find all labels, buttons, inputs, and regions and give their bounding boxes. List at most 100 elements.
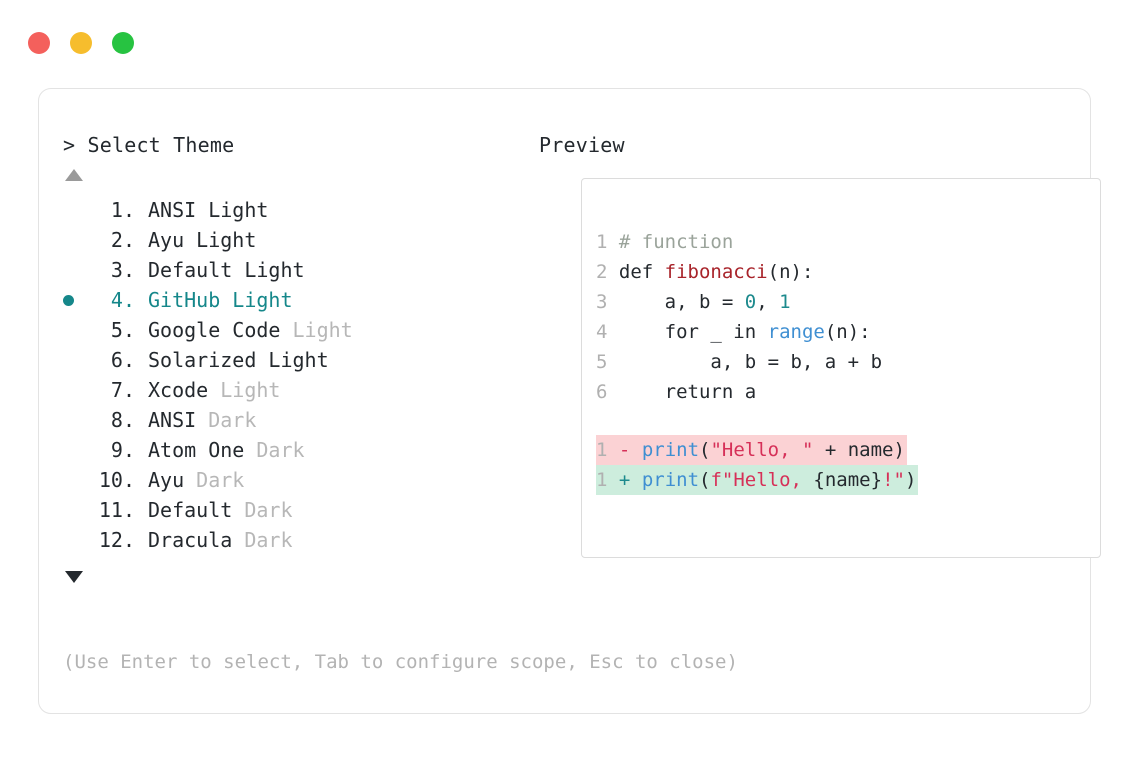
diff-token: print (641, 469, 700, 491)
code-token: a, b = (618, 291, 745, 313)
preview-title: Preview (539, 133, 625, 157)
code-gutter-space (607, 351, 618, 373)
selection-bullet-cell (63, 495, 89, 525)
diff-removed-line-row: 1 - print("Hello, " + name) (596, 435, 918, 465)
select-theme-prompt: > Select Theme (63, 133, 235, 157)
theme-item-name: ANSI (148, 408, 197, 432)
close-window-button[interactable] (28, 32, 50, 54)
code-line-number: 5 (596, 351, 608, 373)
selection-bullet-cell (63, 405, 89, 435)
diff-sign: - (618, 439, 631, 461)
diff-token: + name) (813, 439, 905, 461)
theme-item-variant: Dark (232, 528, 293, 552)
code-token: return a (618, 381, 757, 403)
theme-item-index: 4. (110, 288, 135, 312)
theme-item-variant: Dark (196, 408, 257, 432)
code-line: 5 a, b = b, a + b (596, 347, 882, 377)
theme-item-name: Google Code (148, 318, 281, 342)
theme-list-item[interactable]: 7.Xcode Light (63, 375, 533, 405)
code-gutter-space (607, 261, 618, 283)
theme-list-item[interactable]: 8. ANSI Dark (63, 405, 533, 435)
maximize-window-button[interactable] (112, 32, 134, 54)
code-token: (n): (824, 321, 871, 343)
theme-list-item[interactable]: 3. Default Light (63, 255, 533, 285)
code-gutter-space (607, 381, 618, 403)
code-line-number: 3 (596, 291, 608, 313)
code-line: 4 for _ in range(n): (596, 317, 882, 347)
diff-added-line-row: 1 + print(f"Hello, {name}!") (596, 465, 919, 495)
theme-list-item[interactable]: 9.Atom One Dark (63, 435, 533, 465)
diff-token: ) (904, 469, 917, 491)
code-token: 0 (744, 291, 757, 313)
diff-sign: + (618, 469, 631, 491)
code-line-number: 2 (596, 261, 608, 283)
theme-list-item[interactable]: 1. ANSI Light (63, 195, 533, 225)
code-line-number: 1 (596, 231, 608, 253)
diff-token: ( (699, 469, 711, 491)
theme-item-variant: Dark (184, 468, 245, 492)
theme-item-index: 7. (110, 378, 135, 402)
theme-list-item[interactable]: 10.Ayu Dark (63, 465, 533, 495)
theme-item-name: Ayu (148, 228, 185, 252)
diff-token: ( (699, 439, 711, 461)
theme-item-index: 1. (110, 198, 135, 222)
diff-gutter-space (607, 469, 618, 491)
code-line: 1 # function (596, 227, 882, 257)
theme-list-item[interactable]: 12. Dracula Dark (63, 525, 533, 555)
theme-list-item[interactable]: 5.Google Code Light (63, 315, 533, 345)
code-gutter-space (607, 231, 618, 253)
code-token: def (618, 261, 665, 283)
theme-item-variant: Light (196, 198, 269, 222)
selection-bullet-cell (63, 225, 89, 255)
triangle-up-icon[interactable] (65, 169, 83, 181)
diff-added-line: 1 + print(f"Hello, {name}!") (596, 465, 919, 495)
diff-token: print (641, 439, 700, 461)
code-token: fibonacci (664, 261, 768, 283)
theme-item-name: Dracula (148, 528, 233, 552)
selection-bullet-cell (63, 465, 89, 495)
selection-bullet-cell (63, 285, 89, 315)
theme-item-index: 10. (98, 468, 135, 492)
diff-sign-space (630, 439, 641, 461)
code-gutter-space (607, 321, 618, 343)
theme-list-item[interactable]: 2.Ayu Light (63, 225, 533, 255)
diff-sign-space (630, 469, 641, 491)
diff-line-number: 1 (596, 469, 608, 491)
theme-list-item[interactable]: 6.Solarized Light (63, 345, 533, 375)
code-token: # function (618, 231, 734, 253)
diff-token: {name} (813, 469, 883, 491)
minimize-window-button[interactable] (70, 32, 92, 54)
selection-bullet-cell (63, 375, 89, 405)
theme-item-variant: Light (232, 258, 305, 282)
window-titlebar (28, 32, 134, 54)
selection-bullet-cell (63, 525, 89, 555)
selection-bullet-cell (63, 195, 89, 225)
diff-gutter-space (607, 439, 618, 461)
triangle-down-icon[interactable] (65, 571, 83, 583)
diff-removed-line: 1 - print("Hello, " + name) (596, 435, 907, 465)
theme-item-name: Default (148, 258, 233, 282)
theme-list-item[interactable]: 11.Default Dark (63, 495, 533, 525)
keyboard-hint: (Use Enter to select, Tab to configure s… (63, 651, 738, 673)
code-line: 3 a, b = 0, 1 (596, 287, 882, 317)
theme-list-item[interactable]: 4.GitHub Light (63, 285, 533, 315)
theme-item-index: 3. (110, 258, 135, 282)
diff-line-number: 1 (596, 439, 608, 461)
code-token: range (767, 321, 825, 343)
theme-item-variant: Light (208, 378, 281, 402)
code-line: 2 def fibonacci(n): (596, 257, 882, 287)
theme-item-index: 9. (110, 438, 135, 462)
theme-list[interactable]: 1. ANSI Light 2.Ayu Light 3. Default Light 4.… (63, 195, 533, 555)
diff-block: 1 - print("Hello, " + name)1 + print(f"H… (596, 435, 919, 495)
theme-item-index: 12. (98, 528, 135, 552)
code-token: (n): (767, 261, 814, 283)
selection-bullet-cell (63, 435, 89, 465)
theme-item-name: ANSI (148, 198, 197, 222)
theme-item-index: 8. (110, 408, 135, 432)
